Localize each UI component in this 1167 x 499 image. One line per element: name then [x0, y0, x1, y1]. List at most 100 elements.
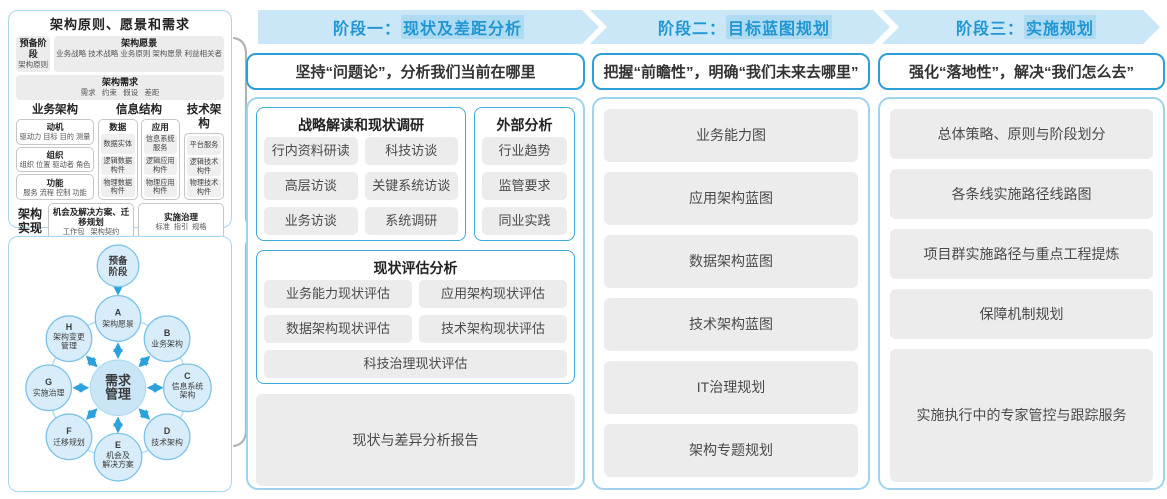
svg-text:管理: 管理 — [105, 387, 131, 402]
assessment-analysis-title: 现状评估分析 — [373, 260, 458, 276]
phase3-band-prefix: 阶段三： — [955, 21, 1024, 38]
phase3-container: 总体策略、原则与阶段划分 各条线实施路径线路图 项目群实施路径与重点工程提炼 保… — [878, 97, 1165, 490]
phase2-subtitle: 把握“前瞻性”，明确“我们未来去哪里” — [592, 53, 870, 90]
svg-text:信息系统: 信息系统 — [172, 381, 204, 391]
svg-text:架构变更: 架构变更 — [53, 332, 85, 342]
adm-node-f: F 迁移规划 — [45, 413, 93, 461]
svg-text:F: F — [66, 426, 72, 436]
technology-item: 平台服务 — [187, 136, 221, 155]
phase2-container: 业务能力图 应用架构蓝图 数据架构蓝图 技术架构蓝图 IT治理规划 架构专题规划 — [592, 97, 870, 490]
phase2-item: 应用架构蓝图 — [604, 172, 858, 225]
external-analysis-title: 外部分析 — [496, 117, 553, 133]
prep-phase-box: 预备阶段 架构原则 — [16, 36, 51, 72]
assessment-item: 业务能力现状评估 — [264, 280, 412, 308]
phase1-band-title: 现状及差距分析 — [401, 15, 524, 39]
external-item: 行业趋势 — [482, 137, 567, 165]
svg-text:E: E — [115, 440, 121, 450]
architecture-requirement-title: 架构需求 — [101, 77, 138, 87]
assessment-item: 应用架构现状评估 — [419, 280, 567, 308]
svg-text:实施治理: 实施治理 — [33, 388, 65, 398]
adm-cycle-panel: 预备 阶段 A 架构愿景 B 业务架构 C 信息系统 架构 D 技术架构 E — [8, 236, 232, 492]
adm-node-g: G 实施治理 — [25, 364, 73, 412]
adm-arrows — [72, 285, 164, 434]
architecture-vision-title: 架构愿景 — [121, 38, 158, 48]
strategy-research-title: 战略解读和现状调研 — [298, 117, 424, 133]
adm-node-b: B 业务架构 — [143, 315, 191, 363]
svg-text:架构愿景: 架构愿景 — [102, 318, 134, 328]
architecture-realization-label: 架构实现 — [17, 207, 42, 235]
application-title: 应用 — [151, 122, 169, 132]
svg-text:解决方案: 解决方案 — [102, 459, 134, 469]
strategy-research-box: 战略解读和现状调研 行内资料研读 科技访谈 高层访谈 关键系统访谈 业务访谈 系… — [256, 107, 466, 241]
technology-item: 物理技术构件 — [187, 178, 221, 197]
technology-box: 平台服务 逻辑技术构件 物理技术构件 — [184, 133, 224, 200]
opportunities-migration-sub: 工作包 架构契约 — [62, 226, 120, 236]
phase1-subtitle: 坚持“问题论”，分析我们当前在哪里 — [246, 53, 585, 90]
external-item: 监管要求 — [482, 172, 567, 200]
strategy-item: 高层访谈 — [264, 172, 358, 200]
adm-node-a: A 架构愿景 — [94, 294, 142, 342]
phase2-item: 架构专题规划 — [604, 424, 858, 477]
adm-prep-node: 预备 阶段 — [96, 244, 140, 288]
svg-text:C: C — [184, 371, 191, 381]
phase3-band-title: 实施规划 — [1024, 15, 1096, 39]
architecture-vision-box: 架构愿景 业务战略 技术战略 业务原则 架构愿景 利益相关者 — [54, 36, 224, 72]
technology-architecture-column: 技术架构 平台服务 逻辑技术构件 物理技术构件 — [184, 103, 224, 200]
strategy-item: 科技访谈 — [364, 137, 458, 165]
architecture-vision-sub: 业务战略 技术战略 业务原则 架构愿景 利益相关者 — [56, 49, 222, 58]
adm-cycle-diagram: 预备 阶段 A 架构愿景 B 业务架构 C 信息系统 架构 D 技术架构 E — [25, 244, 212, 482]
svg-text:架构: 架构 — [179, 390, 195, 400]
function-title: 功能 — [46, 177, 64, 188]
svg-text:H: H — [66, 322, 72, 332]
opportunities-migration-title: 机会及解决方案、迁移规划 — [52, 206, 130, 227]
adm-node-h: H 架构变更 管理 — [45, 315, 93, 363]
assessment-analysis-box: 现状评估分析 业务能力现状评估 应用架构现状评估 数据架构现状评估 技术架构现状… — [256, 250, 575, 384]
phase1-container: 战略解读和现状调研 行内资料研读 科技访谈 高层访谈 关键系统访谈 业务访谈 系… — [246, 97, 585, 490]
architecture-requirement-box: 架构需求 需求 约束 假设 差距 — [16, 75, 224, 100]
implementation-governance-box: 实施治理 标准 指引 规格 — [138, 203, 224, 239]
phase2-item: 数据架构蓝图 — [604, 235, 858, 288]
strategy-item: 行内资料研读 — [264, 137, 358, 165]
phase1-band-prefix: 阶段一： — [332, 21, 401, 38]
phase1-band: 阶段一：现状及差距分析 — [258, 10, 599, 44]
organization-box: 组织 组织 位置 驱动者 角色 — [16, 146, 94, 173]
adm-node-d: D 技术架构 — [143, 413, 191, 461]
phase3-band: 阶段三：实施规划 — [882, 10, 1160, 44]
phase2-band: 阶段二：目标蓝图规划 — [590, 10, 890, 44]
function-box: 功能 服务 流程 控制 功能 — [16, 174, 94, 201]
svg-text:A: A — [115, 307, 122, 317]
phase3-column: 强化“落地性”，解决“我们怎么去” 总体策略、原则与阶段划分 各条线实施路径线路… — [878, 53, 1165, 490]
architecture-requirement-sub: 需求 约束 假设 差距 — [80, 88, 160, 97]
information-structure-title: 信息结构 — [116, 104, 162, 116]
assessment-item: 数据架构现状评估 — [264, 315, 412, 343]
phase3-item: 保障机制规划 — [890, 289, 1153, 339]
adm-node-c: C 信息系统 架构 — [162, 363, 212, 413]
motivation-sub: 驱动力 目标 目的 测量 — [19, 132, 91, 142]
strategy-item: 关键系统访谈 — [364, 172, 458, 200]
svg-text:迁移规划: 迁移规划 — [53, 437, 85, 447]
technology-architecture-title: 技术架构 — [186, 104, 222, 130]
phase2-band-title: 目标蓝图规划 — [726, 15, 832, 39]
phase3-subtitle: 强化“落地性”，解决“我们怎么去” — [878, 53, 1165, 90]
business-architecture-column: 业务架构 动机 驱动力 目标 目的 测量 组织 组织 位置 驱动者 角色 功能 … — [16, 103, 94, 201]
application-item: 物理应用构件 — [143, 177, 177, 198]
data-item: 数据实体 — [101, 134, 135, 154]
svg-text:管理: 管理 — [61, 341, 77, 351]
data-title: 数据 — [109, 122, 127, 132]
motivation-title: 动机 — [46, 122, 64, 133]
strategy-item: 系统调研 — [364, 207, 458, 235]
organization-title: 组织 — [46, 150, 64, 160]
organization-sub: 组织 位置 驱动者 角色 — [19, 160, 91, 169]
phase1-column: 坚持“问题论”，分析我们当前在哪里 战略解读和现状调研 行内资料研读 科技访谈 … — [246, 53, 585, 490]
function-sub: 服务 流程 控制 功能 — [23, 187, 87, 197]
svg-text:技术架构: 技术架构 — [151, 437, 183, 447]
assessment-item: 技术架构现状评估 — [419, 315, 567, 343]
implementation-governance-sub: 标准 指引 规格 — [155, 221, 207, 231]
phase2-column: 把握“前瞻性”，明确“我们未来去哪里” 业务能力图 应用架构蓝图 数据架构蓝图 … — [592, 53, 870, 490]
gap-analysis-report-box: 现状与差异分析报告 — [256, 394, 575, 486]
implementation-governance-title: 实施治理 — [163, 211, 198, 222]
strategy-item: 业务访谈 — [264, 207, 358, 235]
data-sub-column: 数据 数据实体 逻辑数据构件 物理数据构件 — [98, 119, 138, 200]
svg-text:预备: 预备 — [109, 255, 128, 266]
phase3-item: 各条线实施路径线路图 — [890, 169, 1153, 219]
